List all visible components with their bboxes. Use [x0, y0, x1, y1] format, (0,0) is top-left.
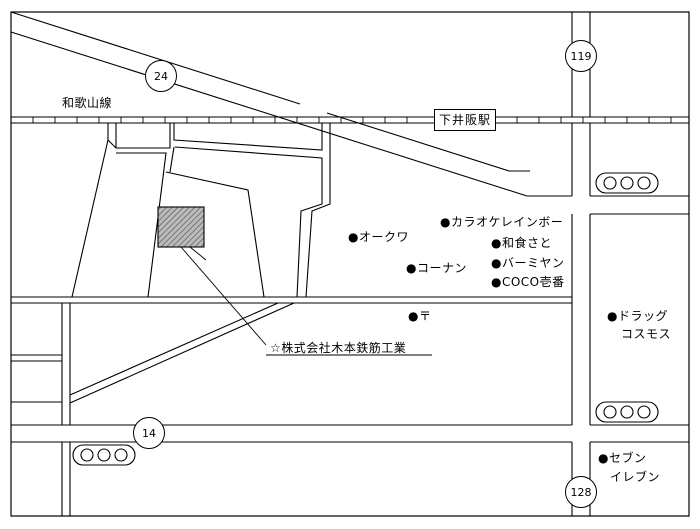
landmark-seven-eleven-line2: イレブン — [610, 470, 661, 484]
station-label: 下井阪駅 — [434, 109, 497, 131]
route-119-128-road — [571, 12, 591, 516]
landmark-karaoke-rainbow: ●カラオケレインボー — [440, 215, 564, 229]
route-24-shield: 24 — [145, 60, 177, 92]
landmark-bamiyan: ●バーミヤン — [491, 256, 565, 270]
landmark-post-office: ●〒 — [408, 309, 432, 323]
city-blocks — [71, 123, 331, 298]
target-company-label: ☆株式会社木本鉄筋工業 — [270, 341, 407, 355]
railway-track — [11, 116, 689, 124]
route-128-shield: 128 — [565, 476, 597, 508]
route-24-road — [10, 11, 530, 197]
target-leader-line-2 — [189, 246, 207, 261]
main-road — [11, 296, 572, 304]
target-leader-line — [180, 246, 267, 346]
route-14-road — [11, 424, 689, 443]
landmark-okuwa: ●オークワ — [348, 230, 409, 244]
landmark-drug-cosmos: ●ドラッグ — [607, 309, 668, 323]
route-14-shield: 14 — [133, 417, 165, 449]
landmark-coco-ichiban: ●COCO壱番 — [491, 275, 565, 289]
target-building — [157, 206, 205, 248]
landmark-washoku-sato: ●和食さと — [491, 236, 552, 250]
traffic-signal-icon — [72, 444, 136, 466]
traffic-signal-icon — [595, 401, 659, 423]
traffic-signal-icon — [595, 172, 659, 194]
rail-line-label: 和歌山線 — [62, 96, 113, 110]
southwest-diagonal-road — [69, 302, 295, 404]
landmark-seven-eleven: ●セブン — [598, 451, 647, 465]
route-119-shield: 119 — [565, 40, 597, 72]
map-frame — [10, 11, 690, 517]
landmark-drug-cosmos-line2: コスモス — [621, 327, 672, 341]
east-road — [527, 195, 689, 215]
landmark-kohnan: ●コーナン — [406, 261, 467, 275]
west-side-road — [11, 303, 71, 516]
